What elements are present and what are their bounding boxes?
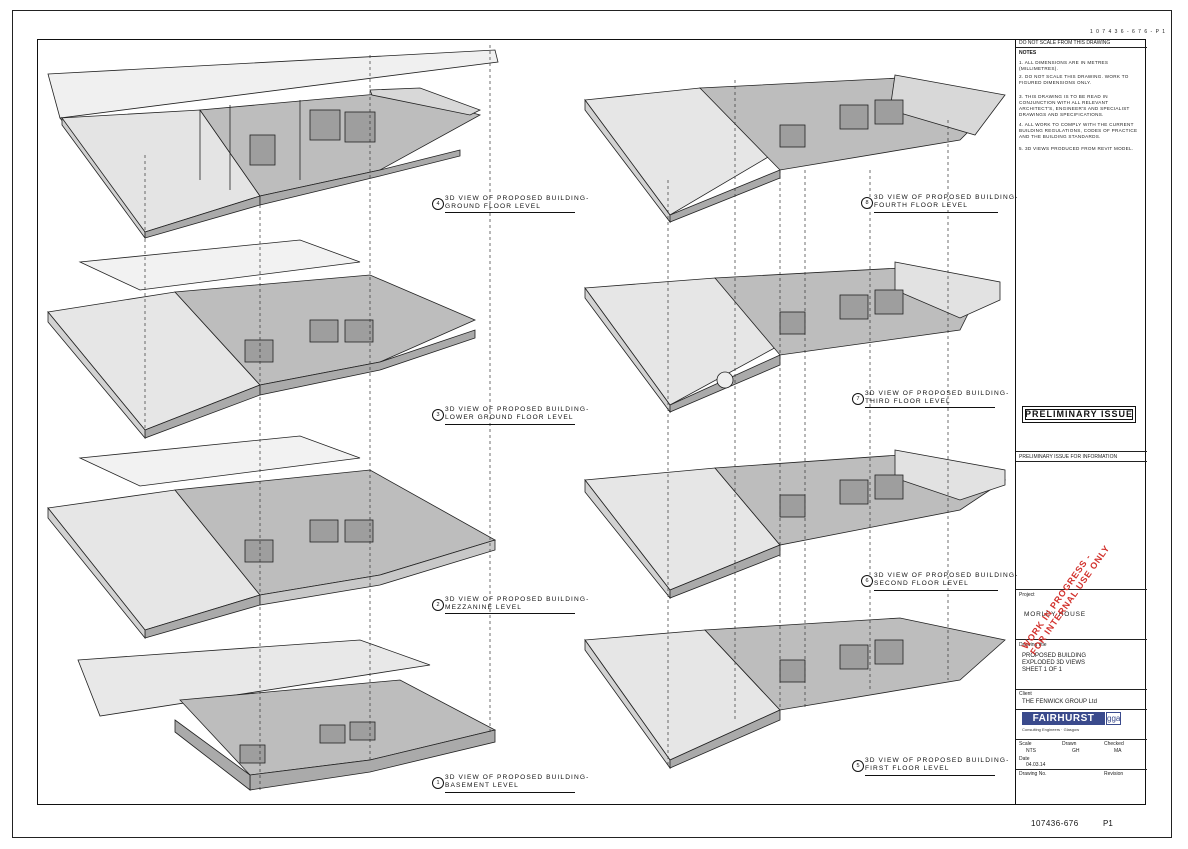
view-caption-lower-ground-floor: 3 3D VIEW OF PROPOSED BUILDING- LOWER GR…: [432, 406, 589, 422]
alignment-lines: [144, 45, 949, 790]
preliminary-issue-box: PRELIMINARY ISSUE: [1022, 406, 1136, 423]
tb-drawing-title: Drawing title PROPOSED BUILDING EXPLODED…: [1016, 639, 1147, 689]
fairhurst-logo: FAIRHURST gga Consulting Engineers · Gla…: [1022, 712, 1122, 744]
logo-suffix: gga: [1106, 712, 1121, 725]
view-caption-second-floor: 6 3D VIEW OF PROPOSED BUILDING- SECOND F…: [861, 572, 1018, 588]
axonometric-basement-level: [77, 639, 497, 791]
sheet-outer-border: [12, 10, 1172, 838]
tb-client: Client THE FENWICK GROUP Ltd: [1016, 689, 1147, 709]
tb-scale-date: Scale NTS Date 04.03.14 Drawn GH Checked…: [1016, 739, 1147, 769]
view-caption-first-floor: 5 3D VIEW OF PROPOSED BUILDING- FIRST FL…: [852, 757, 1009, 773]
axonometric-mezzanine-level: [47, 435, 497, 640]
view-caption-basement: 1 3D VIEW OF PROPOSED BUILDING- BASEMENT…: [432, 774, 589, 790]
title-block: DO NOT SCALE FROM THIS DRAWING NOTES 1. …: [1015, 39, 1147, 805]
logo-subtitle: Consulting Engineers · Glasgow: [1022, 727, 1080, 732]
axonometric-second-floor: [584, 449, 1006, 600]
logo-text: FAIRHURST: [1022, 712, 1105, 725]
tb-notes: NOTES 1. ALL DIMENSIONS ARE IN METRES (M…: [1016, 47, 1147, 447]
axonometric-fourth-floor: [584, 74, 1006, 224]
revision-code: P1: [1103, 819, 1113, 828]
view-caption-ground-floor: 4 3D VIEW OF PROPOSED BUILDING- GROUND F…: [432, 195, 589, 211]
tb-project: Project MORLEY HOUSE: [1016, 589, 1147, 639]
axonometric-lower-ground-floor: [47, 239, 477, 440]
sheet-top-reference: 1 0 7 4 3 6 - 6 7 6 - P 1: [1089, 29, 1166, 35]
view-caption-fourth-floor: 8 3D VIEW OF PROPOSED BUILDING- FOURTH F…: [861, 194, 1018, 210]
view-caption-mezzanine: 2 3D VIEW OF PROPOSED BUILDING- MEZZANIN…: [432, 596, 589, 612]
sheet-inner-border: [37, 39, 1146, 805]
axonometric-ground-floor: [47, 49, 499, 240]
tb-header: DO NOT SCALE FROM THIS DRAWING: [1019, 40, 1111, 46]
axonometric-first-floor: [584, 617, 1006, 770]
drawing-number: 107436-676: [1031, 819, 1079, 828]
view-caption-third-floor: 7 3D VIEW OF PROPOSED BUILDING- THIRD FL…: [852, 390, 1009, 406]
tb-drawing-number: Drawing No. Revision: [1016, 769, 1147, 805]
